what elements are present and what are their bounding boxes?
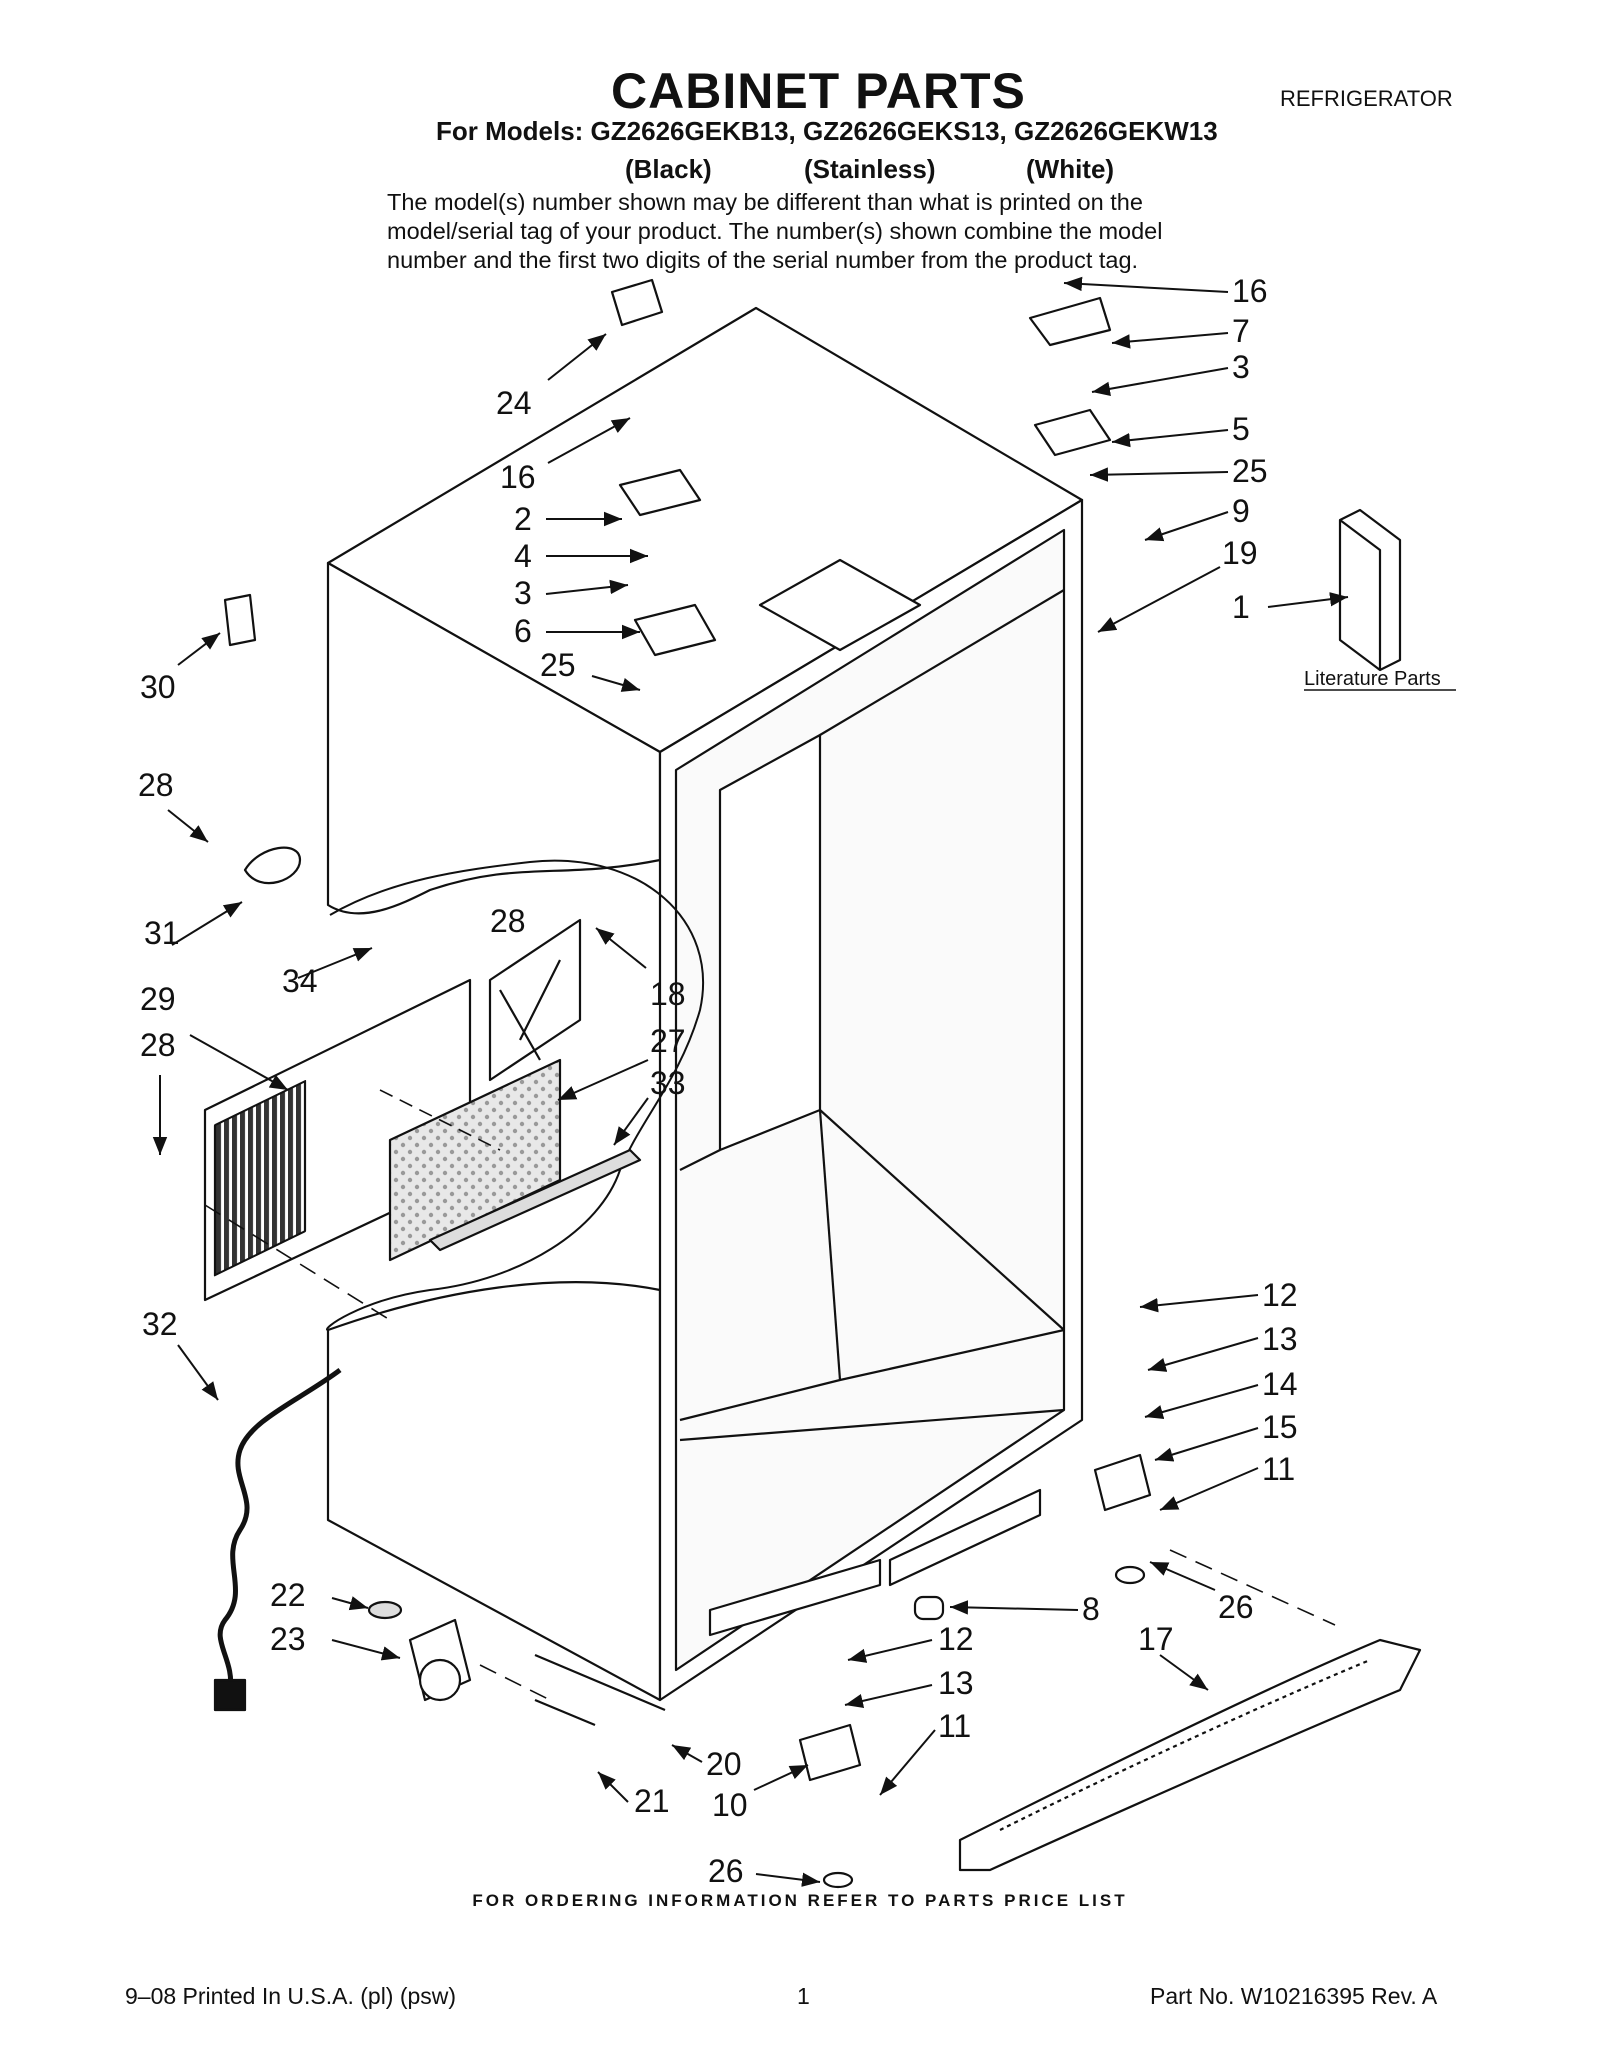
callout-9: 9 bbox=[1232, 493, 1250, 529]
cabinet-illustration bbox=[203, 278, 1422, 1889]
callout-3: 3 bbox=[514, 575, 532, 611]
callout-5: 5 bbox=[1232, 411, 1250, 447]
callout-33: 33 bbox=[650, 1065, 686, 1101]
model-note: The model(s) number shown may be differe… bbox=[387, 188, 1247, 275]
callout-12: 12 bbox=[1262, 1277, 1298, 1313]
model-note-line: number and the first two digits of the s… bbox=[387, 247, 1139, 273]
callout-34: 34 bbox=[282, 963, 318, 999]
callout-7: 7 bbox=[1232, 313, 1250, 349]
callout-18: 18 bbox=[650, 976, 686, 1012]
callout-1: 1 bbox=[1232, 589, 1250, 625]
callout-10: 10 bbox=[712, 1787, 748, 1823]
color-white: (White) bbox=[1026, 154, 1115, 184]
callout-13: 13 bbox=[1262, 1321, 1298, 1357]
page-title: CABINET PARTS bbox=[611, 63, 1026, 119]
callout-28: 28 bbox=[138, 767, 174, 803]
callout-12: 12 bbox=[938, 1621, 974, 1657]
part-number: Part No. W10216395 Rev. A bbox=[1150, 1983, 1438, 2009]
print-info: 9–08 Printed In U.S.A. (pl) (psw) bbox=[125, 1983, 457, 2009]
callout-4: 4 bbox=[514, 538, 532, 574]
callout-29: 29 bbox=[140, 981, 176, 1017]
callout-27: 27 bbox=[650, 1023, 686, 1059]
callout-26: 26 bbox=[1218, 1589, 1254, 1625]
callout-22: 22 bbox=[270, 1577, 306, 1613]
callout-numbers: 16 7 3 5 25 9 19 1 24 16 2 4 3 6 25 30 2… bbox=[138, 273, 1298, 1889]
callout-11: 11 bbox=[938, 1708, 971, 1744]
callout-32: 32 bbox=[142, 1306, 178, 1342]
callout-11: 11 bbox=[1262, 1451, 1295, 1487]
callout-leaders bbox=[152, 276, 1349, 1887]
callout-28: 28 bbox=[140, 1027, 176, 1063]
callout-23: 23 bbox=[270, 1621, 306, 1657]
callout-25: 25 bbox=[1232, 453, 1268, 489]
color-black: (Black) bbox=[625, 154, 712, 184]
model-note-line: model/serial tag of your product. The nu… bbox=[387, 218, 1163, 244]
models-line: For Models: GZ2626GEKB13, GZ2626GEKS13, … bbox=[436, 116, 1218, 146]
callout-8: 8 bbox=[1082, 1591, 1100, 1627]
callout-6: 6 bbox=[514, 613, 532, 649]
callout-20: 20 bbox=[706, 1746, 742, 1782]
callout-16: 16 bbox=[500, 459, 536, 495]
color-stainless: (Stainless) bbox=[804, 154, 936, 184]
page-number: 1 bbox=[797, 1983, 810, 2009]
literature-parts-label: Literature Parts bbox=[1304, 668, 1441, 690]
callout-15: 15 bbox=[1262, 1409, 1298, 1445]
callout-17: 17 bbox=[1138, 1621, 1174, 1657]
callout-31: 31 bbox=[144, 915, 180, 951]
callout-19: 19 bbox=[1222, 535, 1258, 571]
callout-3: 3 bbox=[1232, 349, 1250, 385]
product-category: REFRIGERATOR bbox=[1280, 86, 1453, 111]
callout-21: 21 bbox=[634, 1783, 670, 1819]
callout-24: 24 bbox=[496, 385, 532, 421]
callout-28: 28 bbox=[490, 903, 526, 939]
callout-14: 14 bbox=[1262, 1366, 1298, 1402]
callout-26: 26 bbox=[708, 1853, 744, 1889]
callout-2: 2 bbox=[514, 501, 532, 537]
callout-25: 25 bbox=[540, 647, 576, 683]
ordering-info: FOR ORDERING INFORMATION REFER TO PARTS … bbox=[472, 1891, 1128, 1910]
callout-16: 16 bbox=[1232, 273, 1268, 309]
callout-30: 30 bbox=[140, 669, 176, 705]
callout-13: 13 bbox=[938, 1665, 974, 1701]
model-note-line: The model(s) number shown may be differe… bbox=[387, 189, 1143, 215]
